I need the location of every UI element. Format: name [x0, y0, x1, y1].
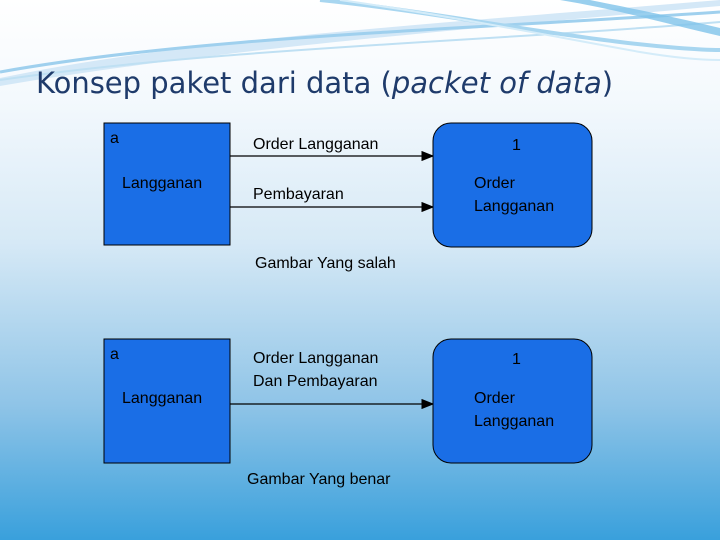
process-name-line1: Order [474, 390, 516, 407]
entity-name: Langganan [122, 175, 202, 192]
header-wave-decoration [0, 0, 720, 86]
entity-name: Langganan [122, 390, 202, 407]
flow-label-payment: Pembayaran [253, 186, 344, 203]
entity-id: a [110, 130, 119, 147]
entity-id: a [110, 346, 119, 363]
caption-correct: Gambar Yang benar [247, 471, 391, 488]
process-box [432, 338, 593, 464]
process-box [432, 122, 593, 248]
entity-box [103, 338, 231, 464]
process-number: 1 [512, 351, 521, 368]
process-name-line2: Langganan [474, 413, 554, 430]
diagram-wrong: a Langganan Order Langganan Pembayaran 1… [103, 122, 593, 272]
process-name-line2: Langganan [474, 198, 554, 215]
entity-box [103, 122, 231, 246]
page-title: Konsep paket dari data (packet of data) [36, 66, 614, 100]
caption-wrong: Gambar Yang salah [255, 255, 396, 272]
flow-label-line2: Dan Pembayaran [253, 373, 378, 390]
diagram-correct: a Langganan Order Langganan Dan Pembayar… [103, 338, 593, 488]
process-name-line1: Order [474, 175, 516, 192]
process-number: 1 [512, 137, 521, 154]
flow-label-line1: Order Langganan [253, 350, 378, 367]
flow-label-order: Order Langganan [253, 136, 378, 153]
